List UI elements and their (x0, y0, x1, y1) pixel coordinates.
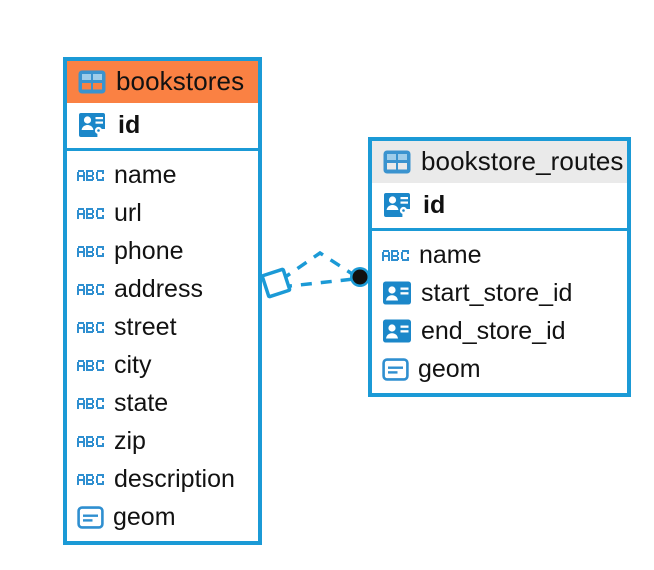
field-label: id (423, 190, 446, 219)
table-icon (77, 67, 107, 97)
field-label: street (114, 312, 177, 341)
table-icon (382, 147, 412, 177)
text-field-icon (77, 358, 105, 373)
geometry-field-icon (382, 357, 409, 382)
field-row-geom[interactable]: geom (372, 350, 627, 388)
field-label: description (114, 464, 235, 493)
relationship-line-upper (280, 250, 358, 282)
field-label: state (114, 388, 169, 417)
field-label: geom (418, 354, 481, 383)
field-row-city[interactable]: city (67, 346, 258, 384)
filled-circle-marker (350, 267, 370, 287)
field-label: id (118, 110, 141, 139)
field-row-description[interactable]: description (67, 460, 258, 498)
foreign-key-icon (382, 318, 412, 344)
field-row-state[interactable]: state (67, 384, 258, 422)
diamond-marker (260, 267, 292, 299)
text-field-icon (77, 434, 105, 449)
field-label: name (114, 160, 177, 189)
field-label: address (114, 274, 203, 303)
field-label: name (419, 240, 482, 269)
field-label: url (114, 198, 142, 227)
field-list-bookstores: name (67, 151, 258, 541)
field-row-geom[interactable]: geom (67, 498, 258, 536)
primary-key-icon (382, 189, 414, 221)
field-row-primary-key[interactable]: id (67, 103, 258, 151)
field-label: start_store_id (421, 278, 573, 307)
field-row-name[interactable]: name (67, 156, 258, 194)
field-row-street[interactable]: street (67, 308, 258, 346)
primary-key-icon (77, 109, 109, 141)
relationship-line-lower (280, 277, 355, 289)
field-label: city (114, 350, 152, 379)
field-list-bookstore-routes: name start_store_id (372, 231, 627, 393)
geometry-field-icon (77, 505, 104, 530)
text-field-icon (77, 320, 105, 335)
entity-title: bookstore_routes (421, 146, 624, 176)
field-label: end_store_id (421, 316, 566, 345)
field-label: zip (114, 426, 146, 455)
text-field-icon (77, 168, 105, 183)
field-label: phone (114, 236, 184, 265)
field-row-start-store-id[interactable]: start_store_id (372, 274, 627, 312)
entity-header-bookstores[interactable]: bookstores (67, 61, 258, 103)
field-row-name[interactable]: name (372, 236, 627, 274)
entity-bookstores[interactable]: bookstores id (63, 57, 262, 545)
text-field-icon (77, 472, 105, 487)
field-label: geom (113, 502, 176, 531)
entity-header-bookstore-routes[interactable]: bookstore_routes (372, 141, 627, 183)
entity-bookstore-routes[interactable]: bookstore_routes id (368, 137, 631, 397)
text-field-icon (77, 206, 105, 221)
text-field-icon (77, 282, 105, 297)
field-row-end-store-id[interactable]: end_store_id (372, 312, 627, 350)
text-field-icon (77, 396, 105, 411)
field-row-url[interactable]: url (67, 194, 258, 232)
field-row-address[interactable]: address (67, 270, 258, 308)
text-field-icon (77, 244, 105, 259)
foreign-key-icon (382, 280, 412, 306)
field-row-zip[interactable]: zip (67, 422, 258, 460)
field-row-phone[interactable]: phone (67, 232, 258, 270)
field-row-primary-key[interactable]: id (372, 183, 627, 231)
text-field-icon (382, 248, 410, 263)
entity-title: bookstores (116, 66, 245, 96)
